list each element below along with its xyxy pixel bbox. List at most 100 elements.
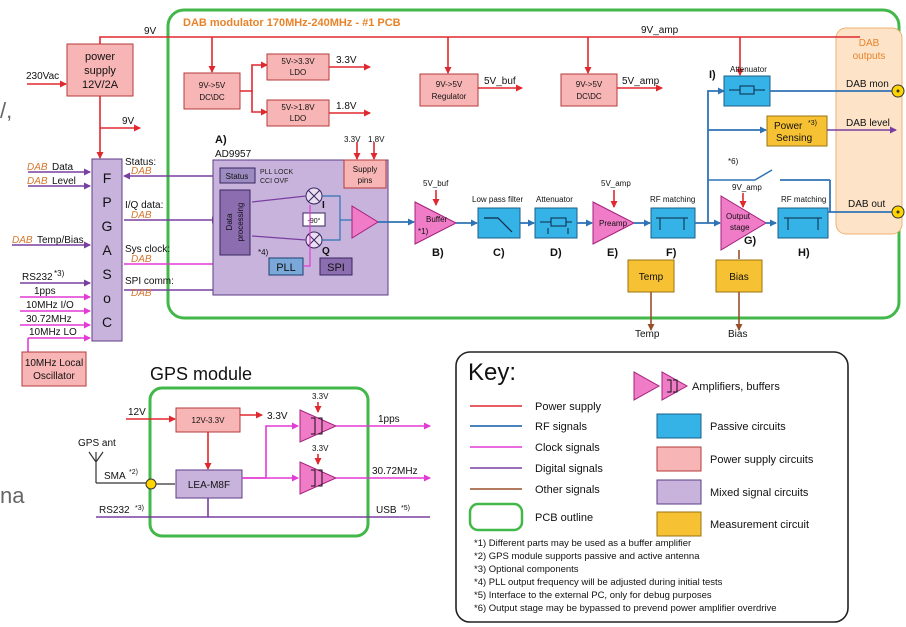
fpga-letter: G bbox=[102, 218, 113, 234]
lpf-label: Low pass filter bbox=[472, 195, 523, 204]
status-block-label: Status bbox=[226, 172, 249, 181]
dcdc-9v-5v-box bbox=[183, 72, 241, 110]
osc-label: 10MHz Local bbox=[25, 358, 83, 369]
spi-block bbox=[319, 257, 353, 276]
pps-clock-line bbox=[242, 422, 299, 479]
rf-matching-box bbox=[650, 207, 696, 239]
key-label: Passive circuits bbox=[710, 421, 786, 433]
key-notes: *1) Different parts may be used as a buf… bbox=[474, 538, 777, 614]
key-label: Amplifiers, buffers bbox=[692, 381, 780, 393]
rfm1-label: RF matching bbox=[650, 195, 695, 204]
ref-b: B) bbox=[432, 247, 444, 259]
key-label: Power supply bbox=[535, 401, 602, 413]
dab-mon-connector bbox=[896, 89, 900, 93]
ad9957-name: AD9957 bbox=[215, 149, 252, 160]
q-label: Q bbox=[322, 246, 330, 257]
att-label: Attenuator bbox=[536, 195, 573, 204]
dcdc-label: DC\DC bbox=[199, 93, 225, 102]
spi-dab: DAB bbox=[131, 288, 152, 299]
output-label: stage bbox=[730, 223, 750, 232]
9v-label: 9V bbox=[144, 26, 157, 37]
supply-label: pins bbox=[358, 176, 373, 185]
status-label: Status: bbox=[125, 157, 156, 168]
dab-level-label: DAB level bbox=[846, 118, 890, 129]
iq-label: I/Q data: bbox=[125, 200, 163, 211]
key-note: *2) GPS module supports passive and acti… bbox=[474, 551, 700, 562]
dab-outputs-panel bbox=[835, 27, 903, 235]
cutoff-text: na bbox=[0, 483, 25, 508]
key-buffer-icon bbox=[661, 371, 689, 401]
key-title: Key: bbox=[468, 359, 516, 386]
dab-prefix: DAB bbox=[12, 235, 33, 246]
key-label: Mixed signal circuits bbox=[710, 487, 809, 499]
gps-pcb-outline bbox=[148, 386, 370, 538]
psu-label: 12V/2A bbox=[82, 79, 119, 91]
ref-i: I) bbox=[709, 69, 716, 81]
osc-label: Oscillator bbox=[33, 371, 75, 382]
clock-buffer bbox=[299, 461, 338, 495]
pll-lock-label: PLL LOCK bbox=[260, 169, 294, 176]
9v-amp-label: 9V_amp bbox=[641, 25, 679, 36]
key-meas-swatch bbox=[656, 511, 702, 537]
regulator-box bbox=[419, 73, 479, 107]
5v-buf-label: 5V_buf bbox=[484, 76, 516, 87]
pps-out-label: 1pps bbox=[378, 414, 400, 425]
bias-label: Bias bbox=[729, 272, 748, 283]
schmitt-icon bbox=[311, 469, 323, 487]
dab-out-label: DAB out bbox=[848, 199, 885, 210]
supply-pins-block bbox=[343, 159, 387, 189]
m3072-out-label: 30.72MHz bbox=[372, 466, 418, 477]
data-processing-block bbox=[219, 189, 251, 256]
output-stage-amp bbox=[720, 195, 767, 251]
lo10-label: 10MHz LO bbox=[29, 327, 77, 338]
dab-mon-label: DAB mon bbox=[846, 79, 889, 90]
cci-label: CCI OVF bbox=[260, 178, 288, 185]
dcdc-label: DC\DC bbox=[576, 92, 602, 101]
12v-label: 12V bbox=[128, 407, 146, 418]
buffer-label: Buffer bbox=[426, 215, 448, 224]
temp-box bbox=[627, 259, 675, 293]
rf-match-icon bbox=[656, 217, 688, 230]
lea-m8f-box bbox=[175, 469, 243, 499]
attenuator-icon bbox=[540, 221, 572, 234]
1v8-label: 1.8V bbox=[368, 135, 385, 144]
pps-label: 1pps bbox=[34, 286, 56, 297]
bias-box bbox=[715, 259, 763, 293]
key-pcb-outline bbox=[468, 502, 524, 532]
key-label: Power supply circuits bbox=[710, 454, 814, 466]
key-note: *1) Different parts may be used as a buf… bbox=[474, 538, 691, 549]
fpga-letter: C bbox=[102, 314, 112, 330]
bypass-note: *6) bbox=[728, 157, 739, 166]
ldo-label: LDO bbox=[290, 68, 306, 77]
ldo-label: 5V->3.3V bbox=[281, 57, 315, 66]
preamp-label: Preamp bbox=[599, 219, 628, 228]
gps-ant-label: GPS ant bbox=[78, 438, 116, 449]
att-i-label: Attenuator bbox=[730, 65, 767, 74]
9vamp-label: 9V_amp bbox=[732, 183, 762, 192]
dcdc-label: 9V->5V bbox=[199, 81, 226, 90]
i-mixer-icon bbox=[307, 189, 321, 203]
power-label: Sensing bbox=[776, 133, 812, 144]
io10-label: 10MHz I/O bbox=[26, 300, 74, 311]
mixer-input-lines bbox=[251, 195, 307, 241]
attenuator-icon bbox=[550, 217, 567, 227]
ldo-label: 5V->1.8V bbox=[281, 103, 315, 112]
spi-label: SPI bbox=[327, 262, 345, 274]
temp-label: Temp bbox=[639, 272, 664, 283]
dab-out-connector bbox=[896, 210, 900, 214]
usb-label: USB bbox=[376, 505, 397, 516]
dab-data-label: Data bbox=[52, 162, 74, 173]
fpga-letter: P bbox=[102, 194, 111, 210]
dp-label: Data bbox=[225, 213, 234, 230]
key-passive-swatch bbox=[656, 413, 702, 439]
9v-label: 9V bbox=[122, 116, 135, 127]
3v3-label: 3.3V bbox=[312, 444, 329, 453]
key-label: Clock signals bbox=[535, 442, 600, 454]
pps-buffer bbox=[299, 409, 338, 443]
dab-prefix: DAB bbox=[27, 176, 48, 187]
i-label: I bbox=[322, 200, 325, 211]
ldo-3v3-box bbox=[266, 53, 330, 81]
pcb-title: DAB modulator 170MHz-240MHz - #1 PCB bbox=[183, 17, 401, 29]
dab-outputs-title: DAB bbox=[859, 38, 880, 49]
